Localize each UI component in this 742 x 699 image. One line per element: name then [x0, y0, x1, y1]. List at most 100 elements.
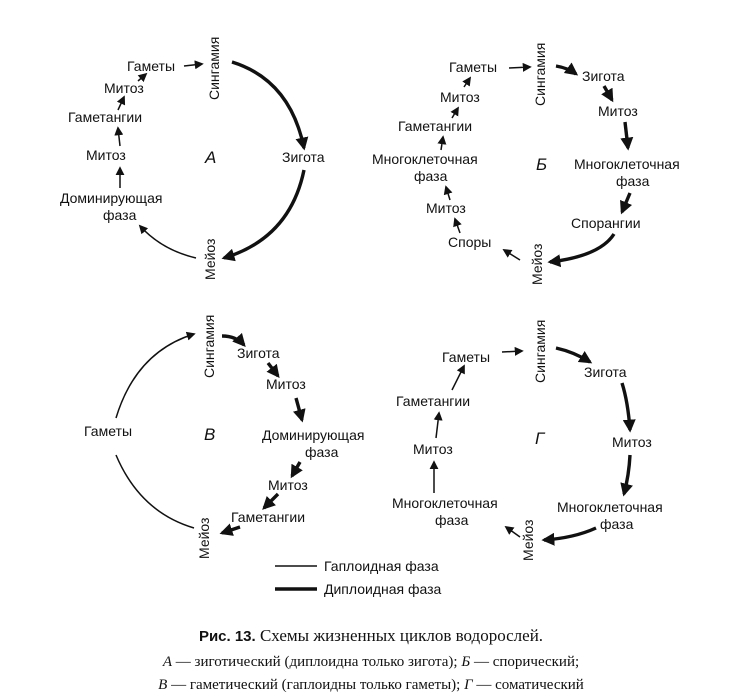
cycle-a-mitosis-1: Митоз	[86, 147, 126, 163]
cycle-b-arrow-gametangia-mitosis	[450, 106, 459, 119]
cycle-b-arrow-mitosis-multi	[620, 121, 634, 151]
cycle-b-arrow-zygote-mitosis	[601, 85, 614, 103]
cycle-g-arrow-mitosis-gametangia	[433, 411, 443, 439]
cycle-b-arrow-mitosis-multi	[443, 185, 453, 201]
cycle-a-arrow-mitosis-gametangia	[114, 126, 124, 147]
cycle-v-syngamy: Сингамия	[201, 315, 217, 378]
cycle-a: А Сингамия Зигота Мейоз Доминирующая фаз…	[60, 37, 325, 280]
cycle-b-spores: Споры	[448, 234, 491, 250]
cycle-a-mitosis-2: Митоз	[104, 80, 144, 96]
cycle-v-arrow-mitosis-dominant	[292, 397, 306, 423]
cycle-b-multi-h1: Многоклеточная	[372, 151, 478, 167]
cycle-v-dominant-1: Доминирующая	[262, 427, 364, 443]
cycle-b-mitosis-2: Митоз	[426, 200, 466, 216]
cycle-v-gametes: Гаметы	[84, 423, 132, 439]
cycle-v-arrow-zygote-mitosis	[266, 361, 280, 379]
cycle-g-zygote: Зигота	[584, 364, 627, 380]
cycle-g-mitosis-1: Митоз	[612, 434, 652, 450]
cycle-b-arrow-spores-mitosis	[453, 217, 462, 234]
legend-haploid-label: Гаплоидная фаза	[324, 558, 439, 574]
cycle-g-multi-h2: фаза	[435, 512, 469, 528]
cycle-g-arrow-mitosis-multi	[620, 454, 633, 497]
cycle-g-arrow-zygote-mitosis	[620, 382, 636, 433]
caption-key-g: Г	[464, 677, 473, 693]
cycle-v-meiosis: Мейоз	[196, 518, 212, 559]
legend: Гаплоидная фаза Диплоидная фаза	[275, 558, 442, 597]
cycle-v-zygote: Зигота	[237, 345, 280, 361]
cycle-a-arrow-mitosis-gametes	[137, 72, 148, 83]
cycle-a-syngamy: Сингамия	[206, 37, 222, 100]
figure-caption-title: Рис. 13. Схемы жизненных циклов водоросл…	[0, 626, 742, 646]
figure-caption-line-1: А — зиготический (диплоидна только зигот…	[0, 654, 742, 671]
cycle-v-arc-gametes-syngamy	[115, 331, 196, 419]
caption-text-v: — гаметический (гаплоидны только гаметы)…	[167, 677, 465, 693]
cycle-b-arrow-multi-gametangia	[437, 135, 447, 151]
cycle-a-arrow-syngamy-zygote	[231, 60, 309, 151]
cycle-b-zygote: Зигота	[582, 68, 625, 84]
cycle-v-arrow-mitosis-gametangia	[262, 492, 280, 510]
cycle-a-arrow-gametes-syngamy	[183, 60, 204, 70]
figure-caption-line-2: В — гаметический (гаплоидны только гамет…	[0, 677, 742, 694]
cycle-g-arrow-multi-meiosis	[541, 526, 597, 546]
cycle-a-zygote: Зигота	[282, 149, 325, 165]
figure-title: Схемы жизненных циклов водорослей.	[259, 626, 544, 645]
cycle-a-arrow-gametangia-mitosis	[116, 95, 126, 111]
life-cycle-diagrams: А Сингамия Зигота Мейоз Доминирующая фаз…	[60, 37, 680, 597]
cycle-a-dominant-1: Доминирующая	[60, 190, 162, 206]
caption-text-a: — зиготический (диплоидна только зигота)…	[172, 654, 462, 670]
cycle-a-arrow-meiosis-dominant	[138, 224, 197, 259]
cycle-v-arrow-gametangia-meiosis	[219, 523, 241, 536]
cycle-g-multi-1: Многоклеточная	[557, 499, 663, 515]
cycle-a-arrow-zygote-meiosis	[221, 169, 306, 262]
cycle-b-arrow-meiosis-spores	[502, 249, 521, 261]
cycle-a-dominant-2: фаза	[103, 207, 137, 223]
caption-key-a: А	[162, 654, 173, 670]
cycle-g-mitosis-2: Митоз	[413, 441, 453, 457]
cycle-g-letter: Г	[535, 429, 546, 448]
cycle-v-letter: В	[204, 425, 215, 444]
cycle-a-gametangia: Гаметангии	[68, 109, 142, 125]
cycle-v-mitosis-2: Митоз	[268, 477, 308, 493]
cycle-b-sporangia: Спорангии	[571, 215, 641, 231]
legend-diploid-label: Диплоидная фаза	[324, 581, 442, 597]
cycle-b-multi-1: Многоклеточная	[574, 156, 680, 172]
caption-key-b: Б	[461, 654, 471, 670]
cycle-b-arrow-sporangia-meiosis	[547, 233, 616, 268]
cycle-b-syngamy: Сингамия	[532, 43, 548, 106]
caption-text-g: — соматический	[472, 677, 584, 693]
caption-text-b: — спорический;	[470, 654, 580, 670]
cycle-b-mitosis-1: Митоз	[598, 103, 638, 119]
cycle-b-mitosis-3: Митоз	[440, 89, 480, 105]
cycle-g-syngamy: Сингамия	[532, 320, 548, 383]
cycle-g-arrow-gametes-syngamy	[501, 346, 524, 356]
cycle-g-arrow-syngamy-zygote	[555, 346, 593, 364]
cycle-g-arrow-meiosis-multi	[504, 525, 521, 538]
cycle-v-gametangia: Гаметангии	[231, 509, 305, 525]
cycle-g-multi-2: фаза	[600, 516, 634, 532]
cycle-b-arrow-mitosis-gametes	[462, 76, 471, 88]
cycle-a-letter: А	[204, 148, 216, 167]
cycle-g: Г Сингамия Зигота Митоз Многоклеточная ф…	[392, 320, 663, 561]
cycle-v-arrow-dominant-mitosis	[290, 461, 303, 479]
cycle-g-gametes: Гаметы	[442, 349, 490, 365]
cycle-g-meiosis: Мейоз	[520, 520, 536, 561]
cycle-g-arrow-gametangia-gametes	[451, 364, 465, 391]
cycle-b-arrow-syngamy-zygote	[555, 62, 579, 76]
cycle-b-multi-h2: фаза	[414, 168, 448, 184]
cycle-v-mitosis-1: Митоз	[266, 376, 306, 392]
cycle-b-gametes: Гаметы	[449, 59, 497, 75]
cycle-v: В Сингамия Зигота Митоз Доминирующая фаз…	[84, 315, 364, 559]
cycle-v-arc-meiosis-gametes	[115, 454, 195, 529]
cycle-g-gametangia: Гаметангии	[396, 393, 470, 409]
cycle-v-arrow-syngamy-zygote	[221, 332, 246, 347]
cycle-g-multi-h1: Многоклеточная	[392, 495, 498, 511]
cycle-b-arrow-multi-sporangia	[620, 192, 633, 215]
caption-key-v: В	[158, 677, 168, 693]
cycle-b: Б Сингамия Зигота Митоз Многоклеточная ф…	[372, 43, 680, 285]
cycle-b-multi-2: фаза	[616, 173, 650, 189]
cycle-v-dominant-2: фаза	[305, 444, 339, 460]
cycle-a-meiosis: Мейоз	[202, 239, 218, 280]
cycle-a-gametes: Гаметы	[127, 58, 175, 74]
cycle-b-meiosis: Мейоз	[529, 244, 545, 285]
cycle-b-letter: Б	[536, 155, 547, 174]
